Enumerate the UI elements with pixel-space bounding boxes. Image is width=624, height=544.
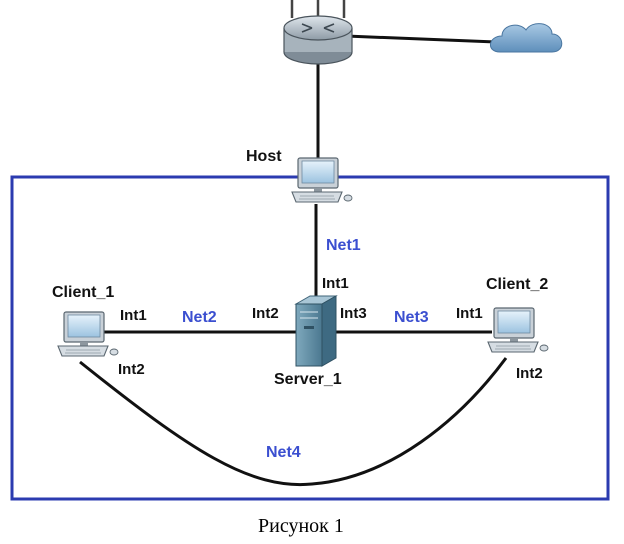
link-net4 [79, 357, 508, 487]
net2-label: Net2 [182, 309, 217, 326]
client2-int2-label: Int2 [516, 365, 543, 382]
net3-label: Net3 [394, 309, 429, 326]
host-label: Host [246, 148, 282, 165]
net4-label: Net4 [266, 444, 301, 461]
figure-caption: Рисунок 1 [258, 515, 344, 537]
desktop-computer-icon [57, 311, 119, 357]
server-int1-label: Int1 [322, 275, 349, 292]
desktop-computer-icon [487, 307, 549, 353]
server-label: Server_1 [274, 371, 342, 388]
server-int3-label: Int3 [340, 305, 367, 322]
cloud-icon [490, 23, 563, 53]
client1-label: Client_1 [52, 284, 114, 301]
client1-int2-label: Int2 [118, 361, 145, 378]
server-tower-icon [294, 295, 338, 367]
router-icon [283, 0, 353, 65]
server-int2-label: Int2 [252, 305, 279, 322]
client1-int1-label: Int1 [120, 307, 147, 324]
client2-label: Client_2 [486, 276, 548, 293]
net1-label: Net1 [326, 237, 361, 254]
link-router-cloud [345, 34, 497, 44]
desktop-computer-icon [291, 157, 353, 203]
client2-int1-label: Int1 [456, 305, 483, 322]
